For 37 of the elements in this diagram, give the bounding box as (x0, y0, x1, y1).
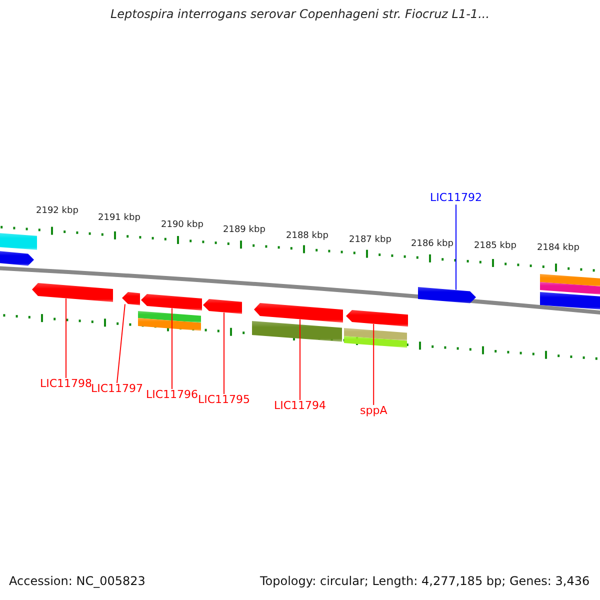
gene-label: LIC11798 (40, 378, 92, 391)
feature-bar (540, 292, 600, 310)
leader-line (373, 324, 374, 406)
gene-label: LIC11797 (91, 383, 144, 396)
feature-bar (540, 274, 600, 287)
feature-bar (138, 311, 201, 323)
scale-label: 2187 kbp (349, 235, 392, 246)
gene-label: LIC11794 (274, 400, 326, 413)
scale-label: 2190 kbp (161, 220, 204, 230)
scale-label: 2184 kbp (537, 243, 580, 254)
feature-bar (138, 318, 201, 331)
gene-feature (122, 292, 140, 306)
feature-bar (344, 336, 407, 348)
gene-feature (0, 251, 34, 266)
scale-label: 2189 kbp (223, 225, 266, 236)
footer-text: Topology: circular; Length: 4,277,185 bp; Genes: 3,436 (260, 575, 590, 589)
scale-label: 2191 kbp (98, 213, 140, 224)
scale-label: 2185 kbp (474, 241, 516, 252)
feature-bar (540, 282, 600, 295)
gene-feature (418, 287, 476, 304)
gene-label: LIC11796 (146, 389, 198, 402)
gene-feature (254, 303, 343, 323)
scale-label: 2188 kbp (286, 231, 328, 242)
scale-label: 2192 kbp (36, 206, 78, 216)
feature-bar (344, 328, 407, 341)
feature-bar (0, 233, 37, 250)
leader-line (116, 304, 126, 384)
footer-text: Accession: NC_005823 (9, 575, 146, 589)
gene-feature (32, 283, 113, 302)
gene-label: LIC11795 (198, 394, 250, 407)
gene-label: sppA (360, 405, 388, 418)
map-title: Leptospira interrogans serovar Copenhageni str. Fiocruz L1-1... (109, 8, 491, 22)
gene-feature (346, 310, 408, 327)
feature-bar (252, 321, 342, 342)
gene-feature (203, 299, 242, 314)
scale-label: 2186 kbp (411, 239, 454, 250)
gene-label: LIC11792 (430, 192, 482, 205)
